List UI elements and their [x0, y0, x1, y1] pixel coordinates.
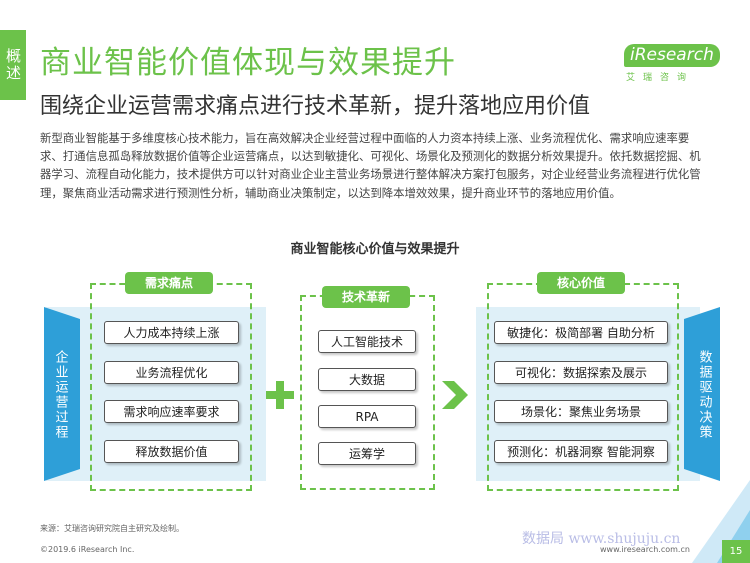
value-item: 可视化：数据探索及展示 — [494, 361, 668, 384]
diagram-title: 商业智能核心价值与效果提升 — [290, 242, 460, 257]
page-number: 15 — [722, 540, 750, 563]
intro-paragraph: 新型商业智能基于多维度核心技术能力，旨在高效解决企业经营过程中面临的人力资本持续… — [40, 131, 701, 200]
value-item: 预测化：机器洞察 智能洞察 — [494, 440, 668, 463]
pain-item: 释放数据价值 — [104, 440, 239, 463]
tech-item: RPA — [318, 405, 416, 428]
iresearch-logo: iResearch 艾瑞咨询 — [620, 44, 720, 84]
value-item: 场景化：聚焦业务场景 — [494, 400, 668, 423]
right-side-arrow — [684, 307, 720, 481]
logo-subtext: 艾瑞咨询 — [626, 73, 695, 83]
pain-item: 人力成本持续上涨 — [104, 321, 239, 344]
left-side-arrow — [44, 307, 80, 481]
watermark: 数据局 www.shujuju.cn — [522, 531, 681, 547]
page-title: 商业智能价值体现与效果提升 — [40, 45, 456, 81]
pain-item: 需求响应速率要求 — [104, 400, 239, 423]
core-value-label: 核心价值 — [537, 272, 625, 294]
tech-item: 人工智能技术 — [318, 330, 416, 353]
page-subtitle: 围绕企业运营需求痛点进行技术革新，提升落地应用价值 — [40, 94, 591, 119]
chevron-right-icon — [442, 381, 468, 409]
left-vertical-label: 企业运营过程 — [52, 350, 68, 440]
value-item: 敏捷化：极简部署 自助分析 — [494, 321, 668, 344]
pain-item: 业务流程优化 — [104, 361, 239, 384]
right-vertical-label: 数据驱动决策 — [696, 350, 712, 440]
plus-icon — [266, 381, 294, 409]
pain-points-label: 需求痛点 — [125, 272, 213, 294]
tech-item: 大数据 — [318, 368, 416, 391]
section-tab: 概述 — [0, 30, 26, 100]
tech-label: 技术革新 — [322, 286, 410, 308]
logo-text: iResearch — [624, 44, 720, 67]
website: www.iresearch.com.cn — [600, 545, 690, 554]
tech-item: 运筹学 — [318, 442, 416, 465]
source-note: 来源：艾瑞咨询研究院自主研究及绘制。 — [40, 524, 184, 533]
copyright: ©2019.6 iResearch Inc. — [40, 545, 135, 554]
